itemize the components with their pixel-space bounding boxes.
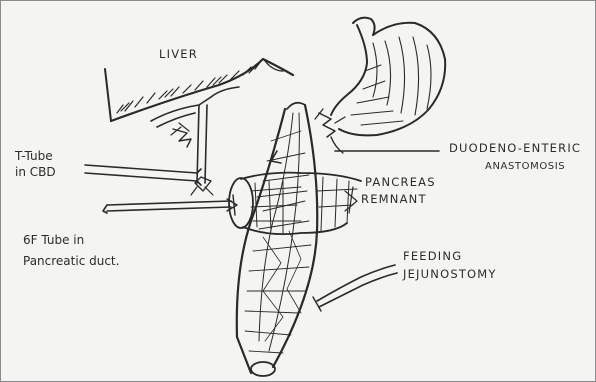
label-jejunostomy: JEJUNOSTOMY bbox=[403, 267, 497, 282]
anastomosis-stitches bbox=[315, 109, 439, 153]
label-pancreas: PANCREAS bbox=[365, 175, 436, 190]
label-remnant: REMNANT bbox=[361, 192, 427, 207]
feeding-jejunostomy-tube bbox=[313, 265, 397, 311]
label-feeding: FEEDING bbox=[403, 249, 462, 264]
label-pancreatic-duct: Pancreatic duct. bbox=[23, 254, 119, 269]
jejunal-loop bbox=[237, 103, 317, 376]
stomach bbox=[331, 18, 445, 136]
label-duodeno-enteric: DUODENO-ENTERIC bbox=[449, 141, 581, 156]
label-anastomosis: ANASTOMOSIS bbox=[485, 159, 565, 174]
label-t-tube-cbd: in CBD bbox=[15, 165, 56, 180]
pancreatic-duct-tube bbox=[103, 201, 231, 213]
label-t-tube: T-Tube bbox=[15, 149, 53, 164]
label-6f-tube: 6F Tube in bbox=[23, 233, 84, 248]
label-liver: LIVER bbox=[159, 47, 198, 62]
t-tube bbox=[85, 165, 201, 185]
